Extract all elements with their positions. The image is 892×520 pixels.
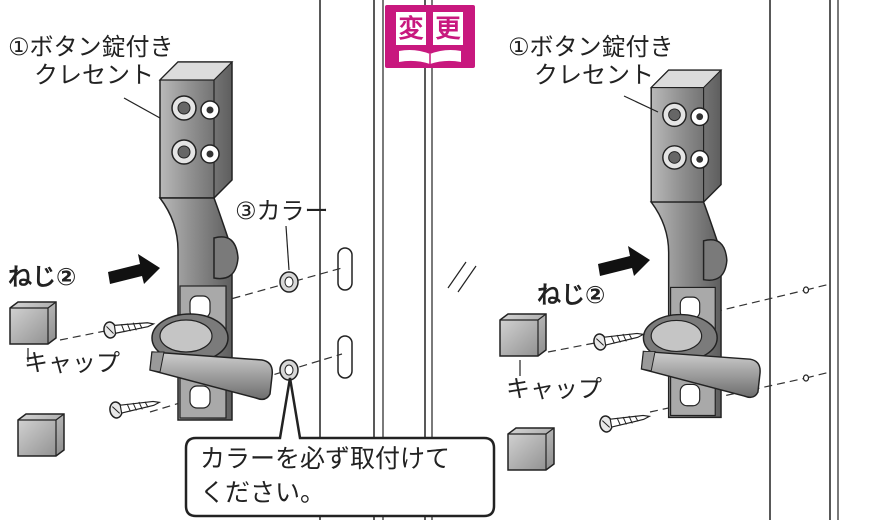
- cap-upper-right: [499, 313, 547, 357]
- collar-leader: [285, 225, 290, 271]
- cap-label-left: キャップ: [24, 349, 120, 377]
- sash-hole-lower: [337, 335, 353, 379]
- callout-text: カラーを必ず取付けて ください。: [200, 442, 486, 510]
- guide-line: [713, 289, 807, 313]
- crescent-label-line2-right: クレセント: [534, 61, 654, 89]
- collar-lower: [279, 359, 299, 381]
- glass-mark: [447, 261, 467, 289]
- guide-line: [547, 341, 601, 353]
- badge-char-1: 変: [396, 12, 426, 45]
- screw-lower-right: [597, 407, 652, 434]
- collar-label: ③カラー: [235, 197, 329, 225]
- change-badge: 変 更: [385, 5, 475, 68]
- cap-lower-left: [17, 413, 65, 457]
- callout-bubble: [184, 377, 496, 518]
- crescent-lock-right: [640, 69, 761, 419]
- guide-line: [59, 327, 121, 341]
- crescent-label-line1-left: ①ボタン錠付き: [8, 33, 174, 61]
- glass-mark: [457, 265, 477, 293]
- arrow-left: [108, 254, 160, 284]
- guide-line: [805, 371, 831, 379]
- crescent-leader: [623, 95, 659, 113]
- callout-line-1: カラーを必ず取付けて: [200, 444, 451, 473]
- collar-upper: [279, 271, 299, 293]
- cap-upper-left: [9, 301, 57, 345]
- screw-lower-left: [107, 393, 162, 420]
- sash-point: [802, 286, 810, 294]
- badge-char-2: 更: [433, 12, 463, 45]
- guide-line: [805, 283, 831, 291]
- crescent-lock-left: [149, 61, 274, 421]
- sash-point: [802, 374, 810, 382]
- guide-line: [219, 267, 343, 303]
- crescent-label-line1-right: ①ボタン錠付き: [508, 33, 674, 61]
- cap-label-right: キャップ: [506, 375, 602, 403]
- crescent-leader: [123, 97, 161, 119]
- arrow-right: [598, 246, 650, 276]
- screw-upper-right: [591, 325, 646, 352]
- callout-line-2: ください。: [200, 478, 326, 507]
- cap-lower-right: [507, 427, 555, 471]
- screw-upper-left: [102, 315, 156, 340]
- screw-label-left: ねじ②: [8, 263, 77, 291]
- crescent-label-line2-left: クレセント: [34, 61, 154, 89]
- book-icon: [399, 50, 461, 64]
- screw-label-right: ねじ②: [537, 281, 606, 309]
